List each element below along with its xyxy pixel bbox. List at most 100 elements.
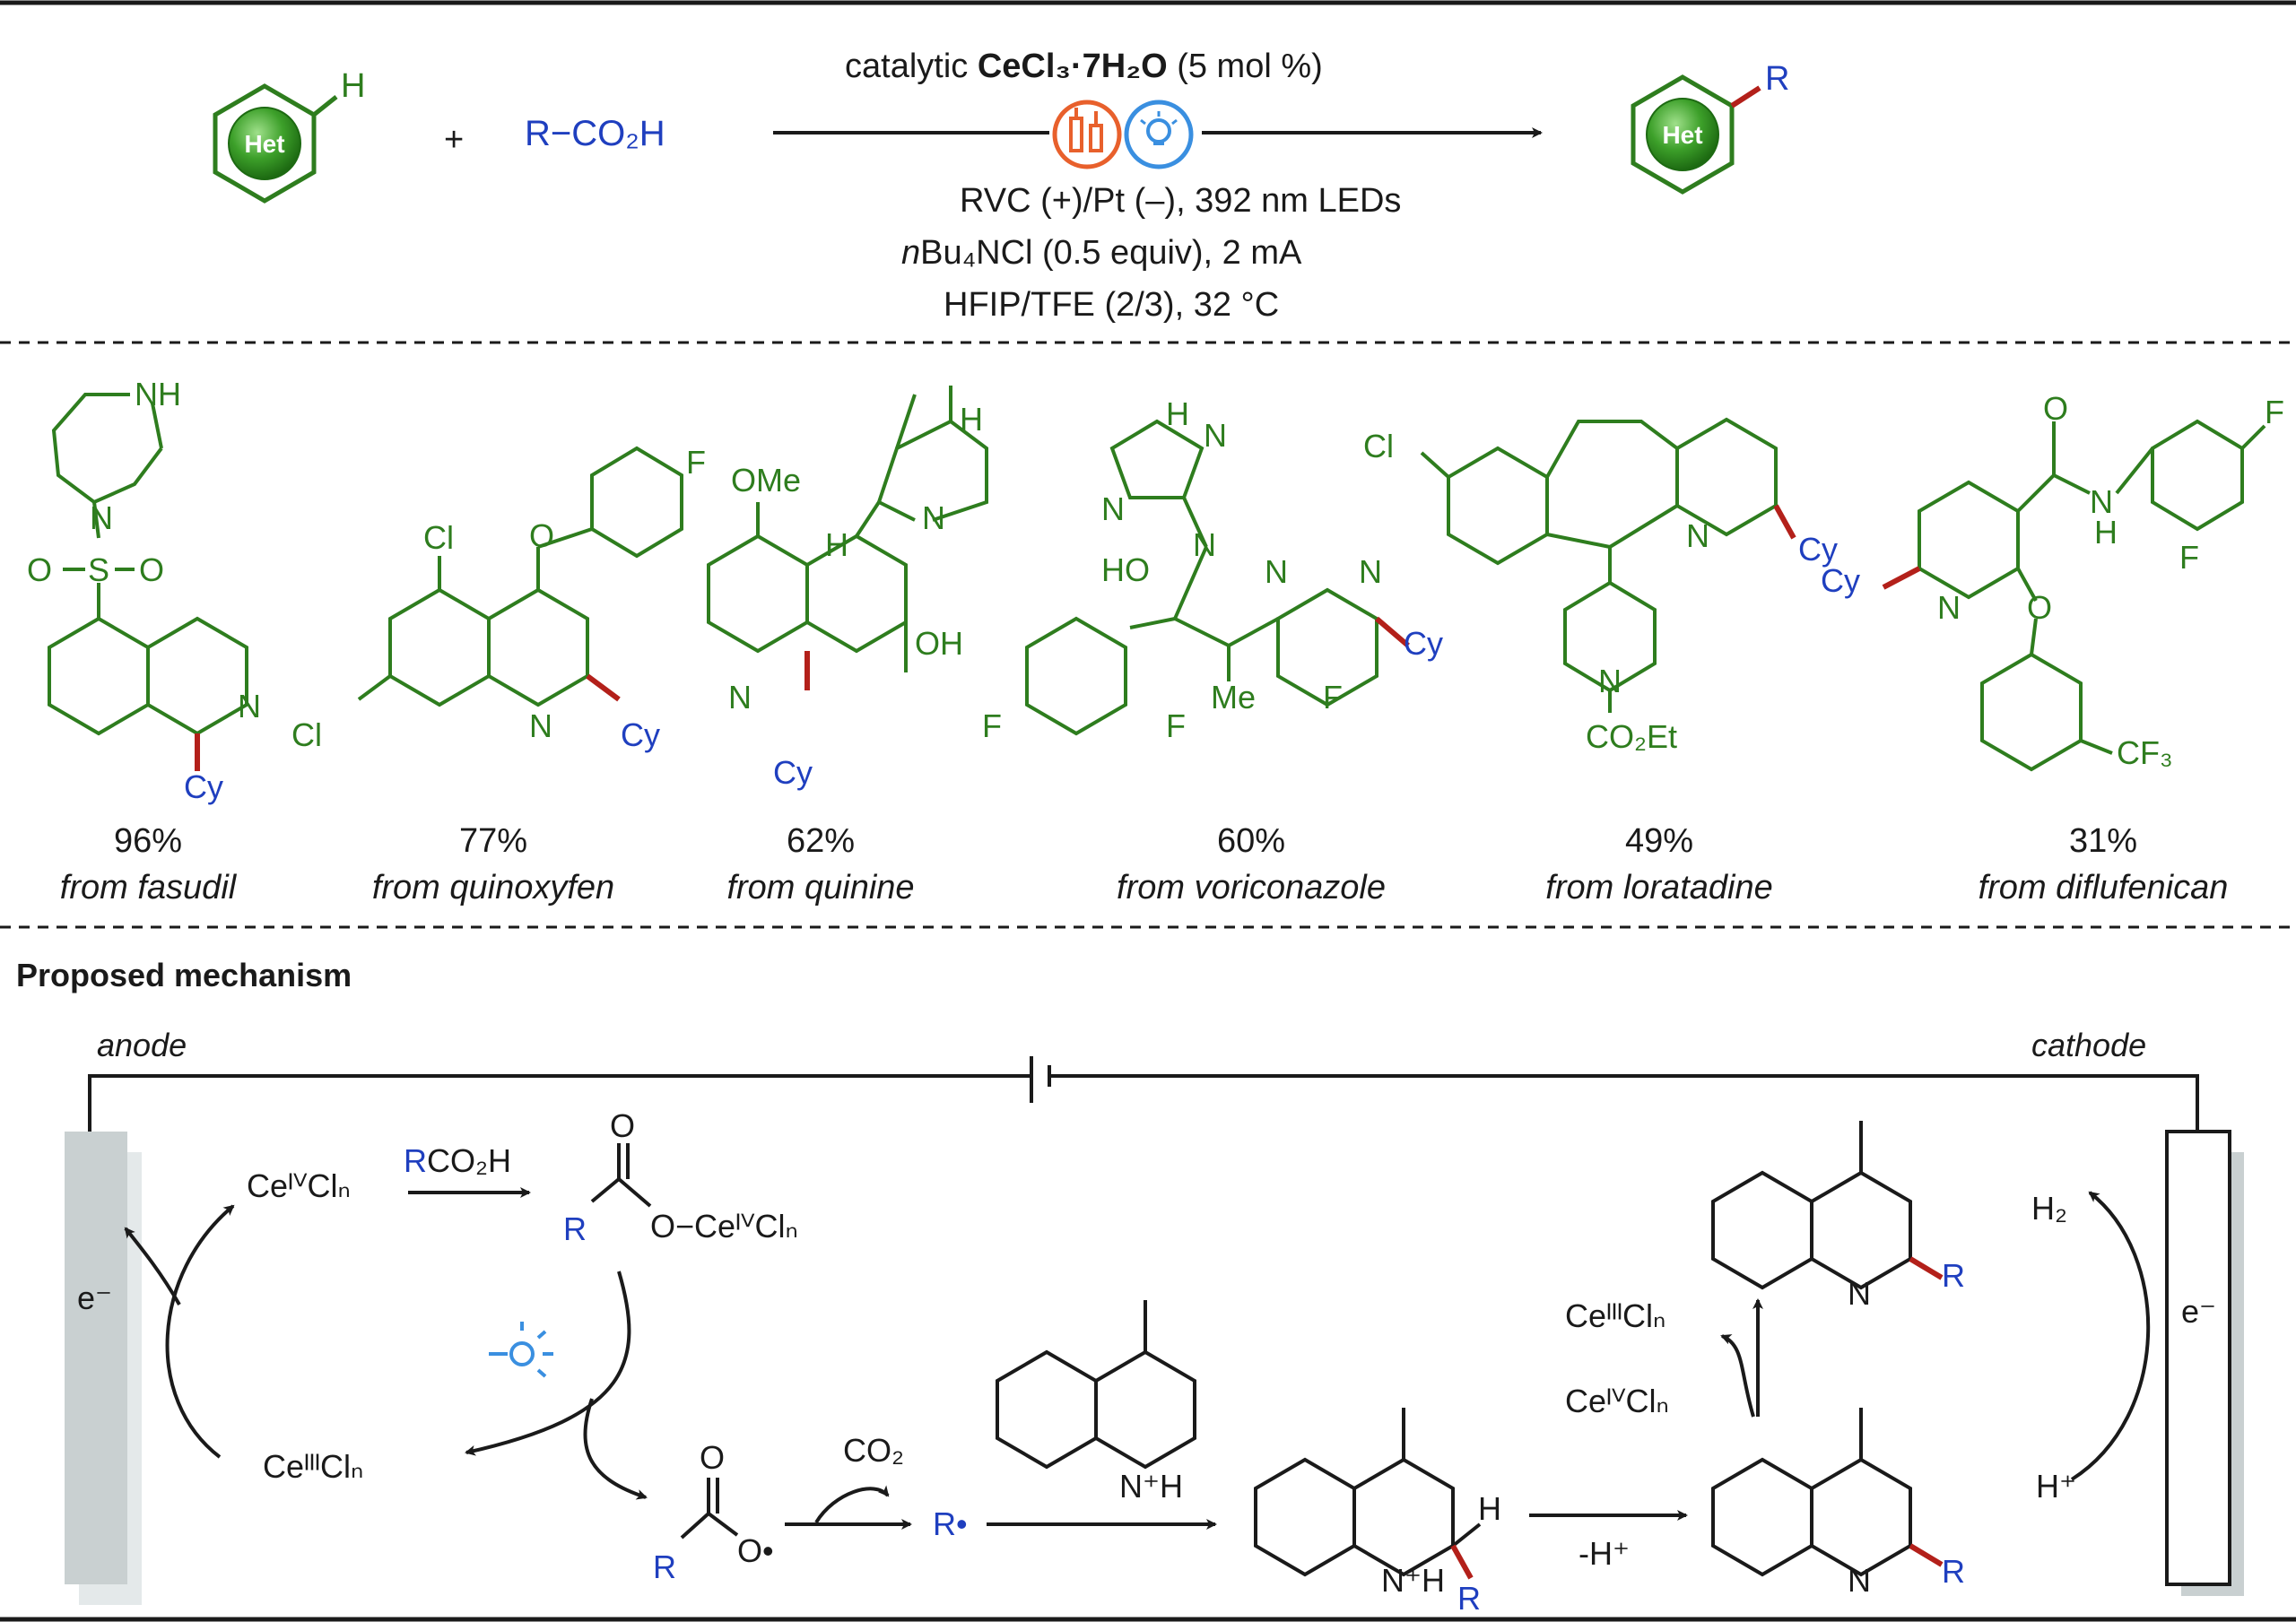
carboxylate-r: R: [563, 1210, 587, 1247]
product-n: N: [1848, 1275, 1871, 1312]
atom-nh: NH: [135, 376, 181, 412]
cathode-label: cathode: [2031, 1027, 2146, 1063]
yield-3: 62%: [787, 822, 855, 860]
o-radical: O•: [737, 1532, 774, 1569]
light-bulb-icon: [1124, 100, 1194, 169]
anode-electron: e⁻: [77, 1279, 112, 1316]
yield-1: 96%: [114, 822, 182, 860]
atom-n: N: [1359, 553, 1382, 590]
condition-electrolyte: nBu₄NCl (0.5 equiv), 2 mA: [901, 234, 1302, 272]
product-r-mech: R: [1942, 1257, 1965, 1294]
atom-h: H: [960, 401, 983, 438]
atom-cl: Cl: [291, 716, 322, 753]
atom-oh: OH: [915, 625, 963, 662]
product-quinine-structure: [707, 386, 988, 672]
product-r: R: [1765, 60, 1789, 98]
atom-n: N: [1598, 663, 1622, 699]
atom-cy: Cy: [773, 754, 813, 791]
atom-s: S: [88, 551, 109, 588]
new-bond: [1909, 1543, 1944, 1567]
atom-o: O: [2027, 589, 2052, 626]
atom-f: F: [1323, 679, 1343, 716]
atom-cy: Cy: [621, 716, 660, 753]
atom-f: F: [2179, 539, 2199, 576]
adduct-h: H: [1478, 1490, 1501, 1527]
atom-n: N: [1193, 526, 1216, 563]
atom-nh: H: [1166, 395, 1189, 432]
atom-f: F: [686, 444, 706, 481]
cathode-electrode: [2165, 1130, 2231, 1586]
condition-electrodes: RVC (+)/Pt (–), 392 nm LEDs: [960, 182, 1401, 220]
atom-f: F: [1166, 707, 1186, 744]
anode-label: anode: [97, 1027, 187, 1063]
aminyl-r: R: [1942, 1553, 1965, 1590]
cy-bond: [1375, 616, 1410, 648]
aminyl-radical: [1711, 1408, 1912, 1577]
atom-n: N: [728, 679, 752, 716]
circuit-wire: [1049, 1074, 2199, 1132]
atom-n: N: [2090, 483, 2113, 520]
co2-loss-arrow: [814, 1485, 890, 1524]
source-4: from voriconazole: [1117, 869, 1386, 906]
alkylated-lepidine: [1711, 1121, 1912, 1290]
hydrogen-evolution-arrow: [2070, 1191, 2151, 1481]
atom-me: Me: [1211, 679, 1256, 716]
alkyl-radical: R•: [933, 1505, 968, 1542]
cy-bond: [1773, 504, 1796, 540]
atom-n: N: [1265, 553, 1288, 590]
plus-sign: +: [444, 121, 464, 159]
homolysis-arrow: [583, 1398, 648, 1500]
het-label-product: Het: [1662, 121, 1702, 149]
carbonyl-o: O: [610, 1107, 635, 1144]
yield-4: 60%: [1217, 822, 1285, 860]
condition-solvent: HFIP/TFE (2/3), 32 °C: [944, 286, 1279, 324]
adduct-nh: N⁺H: [1381, 1562, 1445, 1599]
atom-cf3: CF₃: [2117, 734, 2173, 771]
atom-f: F: [2265, 394, 2284, 430]
h-plus-label: H⁺: [2036, 1468, 2076, 1505]
source-5: from loratadine: [1545, 869, 1772, 906]
atom-cy: Cy: [1798, 531, 1838, 568]
atom-cl: Cl: [1363, 428, 1394, 464]
atom-n: N: [1204, 417, 1227, 454]
minus-h-label: -H⁺: [1578, 1535, 1630, 1572]
atom-o: O: [139, 551, 164, 588]
atom-n: N: [922, 499, 945, 536]
atom-h: H: [2094, 514, 2118, 551]
anode-electrode: [65, 1132, 127, 1584]
ce4-oxidant: CeᴵⱽClₙ: [1565, 1383, 1669, 1419]
conditions: catalytic CeCl₃·7H₂O (5 mol %) RVC (+)/P…: [773, 48, 1543, 324]
pyridinium-n: N⁺H: [1119, 1468, 1183, 1505]
aminyl-n: N: [1848, 1562, 1871, 1599]
new-bond: [1909, 1256, 1944, 1280]
anode-arrow: [124, 1227, 181, 1305]
atom-n: N: [1686, 517, 1709, 554]
circuit-wire: [88, 1074, 1031, 1132]
carboxylic-acid: R−CO₂H: [525, 114, 665, 153]
lmct-arrow: [465, 1271, 631, 1456]
atom-n: N: [1937, 589, 1961, 626]
electrolysis-icon: [1052, 100, 1122, 169]
co2-label: CO₂: [843, 1432, 904, 1469]
atom-n: N: [1101, 490, 1125, 527]
cerium-carboxylate: [590, 1143, 652, 1208]
cy-bond: [586, 673, 621, 702]
light-bulb-icon: [489, 1322, 553, 1378]
atom-ome: OMe: [731, 462, 801, 499]
reactant-heteroarene: Het H: [213, 67, 365, 204]
o-ce4-label: O−CeᴵⱽClₙ: [650, 1208, 798, 1245]
rco2h-label: RCO₂H: [404, 1142, 511, 1179]
atom-o: O: [529, 517, 554, 554]
yield-6: 31%: [2069, 822, 2137, 860]
lepidinium: [996, 1300, 1196, 1470]
het-label: Het: [244, 130, 284, 158]
source-1: from fasudil: [60, 869, 238, 906]
ce3-released: CeᴵᴵᴵClₙ: [1565, 1297, 1665, 1334]
atom-f: F: [982, 707, 1002, 744]
oxidation-arrow: [165, 1204, 235, 1459]
radical-cation-adduct: [1254, 1408, 1482, 1577]
atom-cl: Cl: [423, 519, 454, 556]
ce3-species: CeᴵᴵᴵClₙ: [263, 1448, 363, 1485]
h-atom: H: [341, 67, 365, 105]
